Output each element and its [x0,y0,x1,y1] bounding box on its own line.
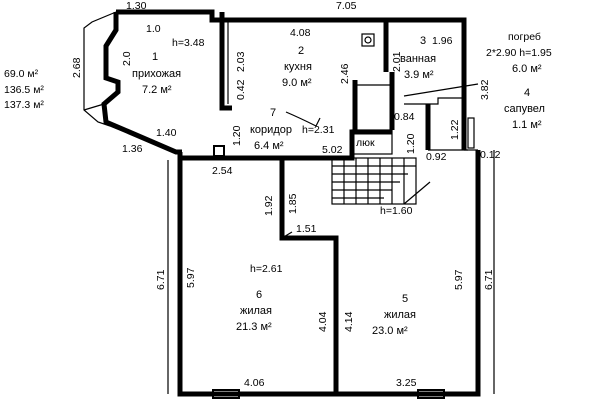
dim-kitchen-low: 0.42 [235,79,247,100]
room3-area: 3.9 м² [404,69,434,81]
dim-cellar-right: 3.82 [479,79,491,100]
dim-top-total: 7.05 [336,0,357,12]
cellar-label: погреб [508,31,541,43]
room5-number: 5 [402,293,408,305]
dim-corr-small: 1.20 [231,125,243,146]
dim-kitchen-right: 2.46 [339,63,351,84]
dim-part-right: 4.14 [343,311,355,332]
dim-left-outer: 6.71 [155,269,167,290]
dim-room6-stub-a: 1.92 [263,195,275,216]
dim-bottom-right: 3.25 [396,377,417,389]
room1-number: 1 [152,51,158,63]
room3-name: ванная [400,53,436,65]
kitchen-left-wall [219,12,232,111]
room1-height: h=3.48 [172,37,205,49]
room7-name: коридор [250,124,292,136]
room5-name: жилая [384,309,416,321]
room2-number: 2 [298,45,304,57]
room6-name: жилая [240,305,272,317]
dim-hall-diag-top: 1.0 [146,23,161,35]
dim-stair-left: 1.20 [405,133,417,154]
bath-fixture [361,33,375,47]
dim-left-inner: 5.97 [185,267,197,288]
dim-bottom-left: 4.06 [244,377,265,389]
dim-right-outer: 6.71 [483,269,495,290]
wc-window [467,117,475,149]
porch-dim-line [109,125,177,153]
kitchen-door-leaf [315,117,321,127]
dim-wc-bottom-b: 0.12 [480,149,501,161]
porch-wall [101,12,182,155]
outer-main-wall [177,150,481,397]
room6-number: 6 [256,289,262,301]
dim-bath-small: 0.84 [394,111,415,123]
bottom-door-right [417,389,445,399]
porch-step [83,103,105,111]
dim-room6-top: 2.54 [212,165,233,177]
dim-porch-bottom: 1.36 [122,143,143,155]
dim-right-inner: 5.97 [453,269,465,290]
room7-height: h=2.31 [302,124,335,136]
dim-corr-right: 5.02 [322,144,343,156]
dim-kitchen-left: 2.03 [235,51,247,72]
total-area-2: 136.5 м² [4,84,44,96]
room1-area: 7.2 м² [142,84,172,96]
dim-wc-side: 1.22 [449,119,461,140]
total-area-1: 69.0 м² [4,68,39,80]
hatch-label: люк [356,137,375,149]
staircase [331,157,431,205]
room-partition-stub [281,231,293,239]
room4-number: 4 [524,87,530,99]
room-partition [279,158,339,394]
dim-wc-bottom-a: 0.92 [426,151,447,163]
cellar-extra: 2*2.90 h=1.95 [486,47,552,59]
bottom-door-left [212,389,240,399]
dim-kitchen-top: 4.08 [290,27,311,39]
room3-number: 3 [420,35,426,47]
dim-hall-diag-bottom: 1.40 [156,127,177,139]
bath-drain [364,36,372,44]
room7-number: 7 [270,107,276,119]
room5-area: 23.0 м² [372,325,408,337]
dim-part-left: 4.04 [317,311,329,332]
corridor-door [213,145,225,157]
cellar-diag [403,83,479,97]
room4-area: 1.1 м² [512,119,542,131]
kitchen-door-arc [285,111,317,127]
top-wall [116,9,467,98]
dim-top-left: 1.30 [126,0,147,12]
dim-hall-left: 2.0 [121,51,133,66]
dim-porch-outer: 2.68 [71,57,83,78]
cellar-outline [404,97,464,105]
room7-area: 6.4 м² [254,140,284,152]
room6-height: h=2.61 [250,263,283,275]
room2-area: 9.0 м² [282,77,312,89]
room4-name: сапувел [504,103,545,115]
room2-name: кухня [284,61,312,73]
total-area-3: 137.3 м² [4,99,44,111]
dim-partition: 1.51 [296,223,317,235]
porch-outline [83,11,117,127]
cellar-area: 6.0 м² [512,63,542,75]
stair-height: h=1.60 [380,205,413,217]
room1-name: прихожая [132,68,181,80]
dim-room6-stub-b: 1.85 [287,193,299,214]
dim-bath-left: 2.01 [391,51,403,72]
room6-area: 21.3 м² [236,321,272,333]
hatch-opening [351,129,393,155]
dim-bath-top: 1.96 [432,35,453,47]
